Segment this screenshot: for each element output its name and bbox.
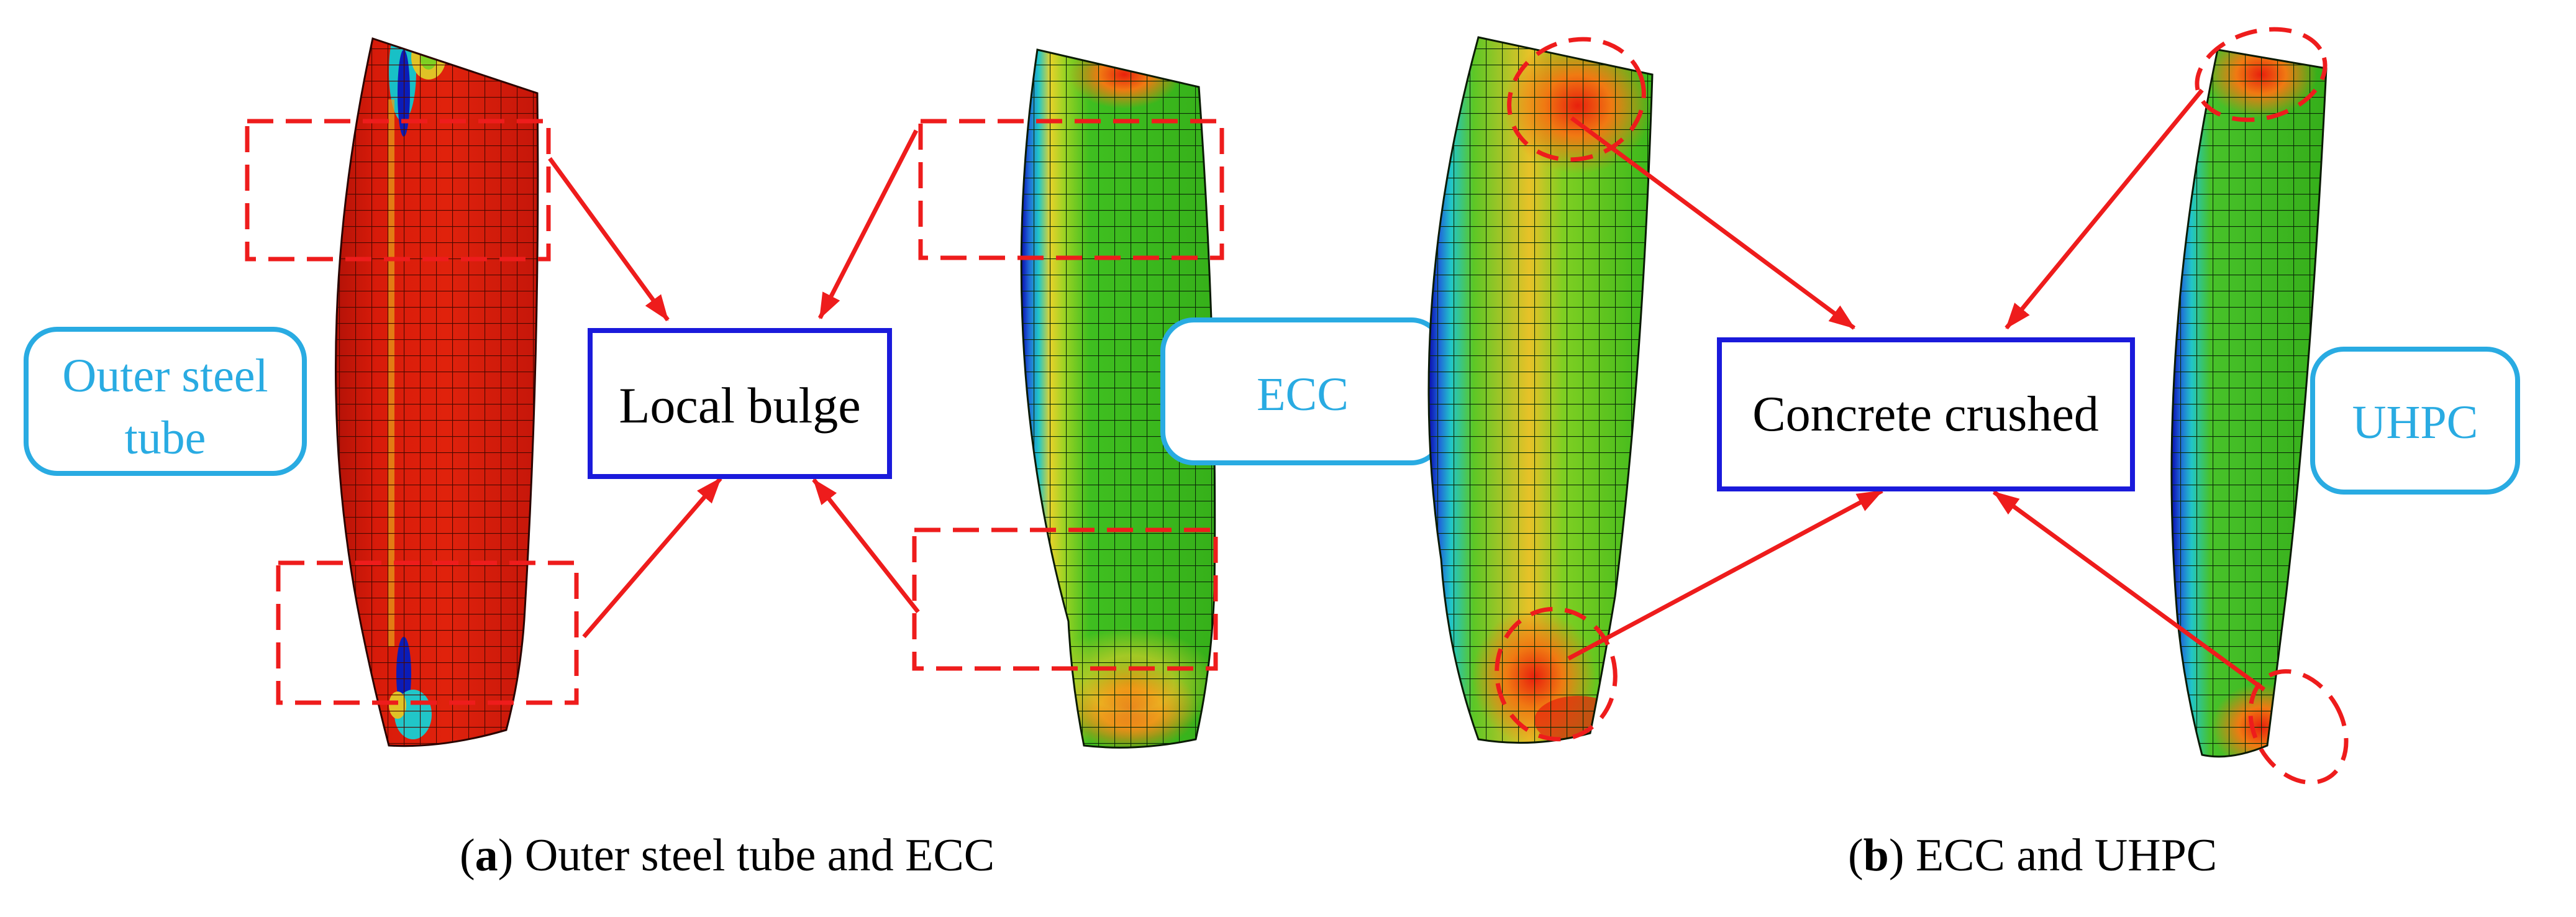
arrow-uhpc-top — [2005, 88, 2204, 330]
arrow-ecc-top-b — [1570, 116, 1856, 330]
local-bulge-label: Local bulge — [619, 377, 860, 434]
outer-steel-tube-label-box — [24, 327, 307, 476]
bulge-arrows — [548, 129, 920, 639]
caption-b-letter: b — [1863, 830, 1889, 881]
uhpc-label-box — [2310, 347, 2520, 495]
concrete-crushed-label: Concrete crushed — [1752, 387, 2099, 442]
bulge-box-steel-top — [245, 119, 551, 262]
uhpc-label: UHPC — [2352, 396, 2478, 449]
arrow-ecc-bottom — [812, 478, 920, 614]
crush-ellipse-uhpc-bottom — [2248, 669, 2349, 785]
caption-a-text: Outer steel tube and ECC — [513, 830, 995, 881]
local-bulge-label-box — [588, 328, 892, 479]
caption-b: (b) ECC and UHPC — [1848, 830, 2218, 881]
arrow-steel-bottom — [582, 477, 722, 639]
outer-steel-tube-label-line2: tube — [125, 412, 206, 464]
arrow-ecc-top — [817, 129, 919, 319]
caption-a: (a) Outer steel tube and ECC — [460, 830, 995, 881]
bulge-box-ecc-bottom — [912, 527, 1218, 671]
bulge-box-ecc-top — [918, 119, 1224, 260]
crush-ellipse-ecc-bottom — [1495, 606, 1618, 742]
ecc-tube-model-a — [1020, 48, 1216, 749]
bulge-box-steel-bottom — [276, 560, 579, 705]
arrow-ecc-bottom-b — [1567, 488, 1883, 661]
bulge-region-boxes — [245, 119, 1224, 705]
steel-tube-model — [334, 37, 539, 747]
crush-arrows — [1567, 88, 2266, 691]
outer-steel-tube-label-line1: Outer steel — [62, 350, 268, 402]
arrow-uhpc-bottom — [1992, 490, 2266, 691]
caption-a-letter: a — [475, 830, 498, 881]
crush-ellipse-ecc-top — [1507, 37, 1646, 162]
arrow-steel-top — [548, 157, 670, 322]
concrete-crushed-label-box — [1717, 337, 2135, 491]
ecc-label: ECC — [1257, 368, 1349, 421]
caption-b-text: ECC and UHPC — [1904, 830, 2218, 881]
